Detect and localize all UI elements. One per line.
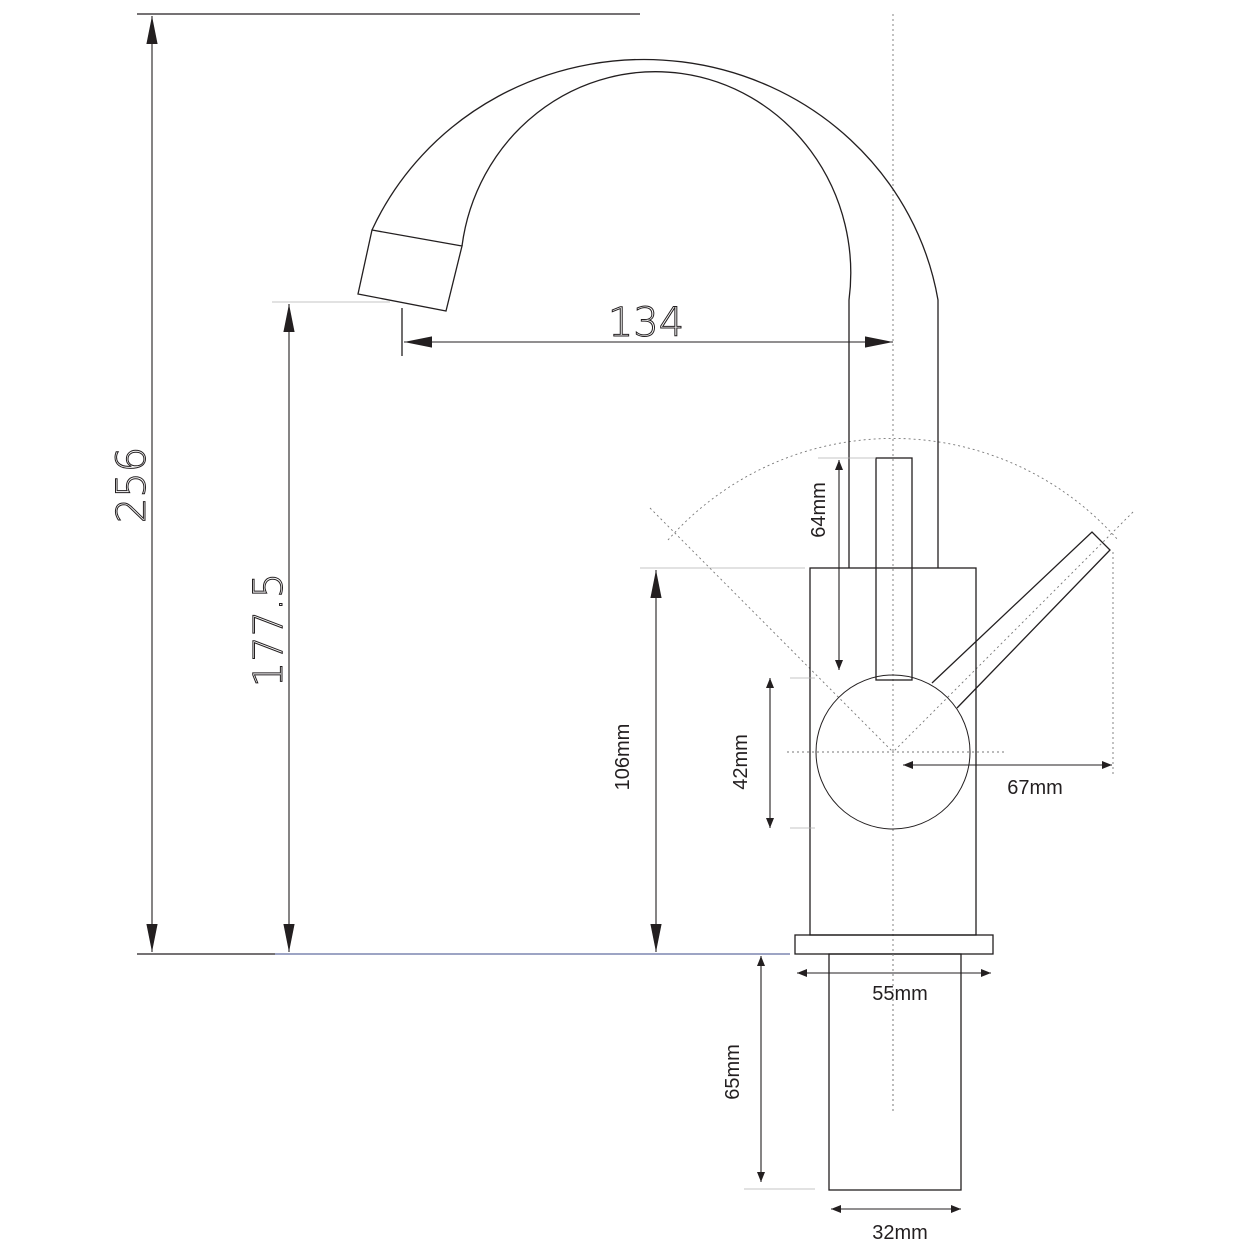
lever-swing-arc xyxy=(667,437,1119,541)
spout-inner xyxy=(461,71,852,568)
label-lever-length: 64mm xyxy=(808,482,830,538)
threaded-shank xyxy=(828,953,962,1191)
swing-limit-left xyxy=(649,507,894,753)
label-hub-diameter: 42mm xyxy=(730,734,752,790)
spout-nozzle xyxy=(357,229,463,312)
lever-angled xyxy=(931,531,1111,709)
label-spout-reach: 134 xyxy=(608,300,684,346)
label-shank-length: 65mm xyxy=(722,1044,744,1100)
label-base-diameter: 55mm xyxy=(872,983,928,1005)
swing-limit-right xyxy=(892,511,1134,753)
spout-outer xyxy=(371,58,939,568)
label-shank-diameter: 32mm xyxy=(872,1222,928,1244)
label-body-height: 106mm xyxy=(612,724,634,791)
lever-vertical xyxy=(875,457,913,681)
label-lever-reach: 67mm xyxy=(1007,777,1063,799)
lever-hub xyxy=(815,674,971,830)
label-spout-height: 177.5 xyxy=(246,573,292,688)
label-total-height: 256 xyxy=(109,447,155,523)
base-plate xyxy=(794,934,994,955)
